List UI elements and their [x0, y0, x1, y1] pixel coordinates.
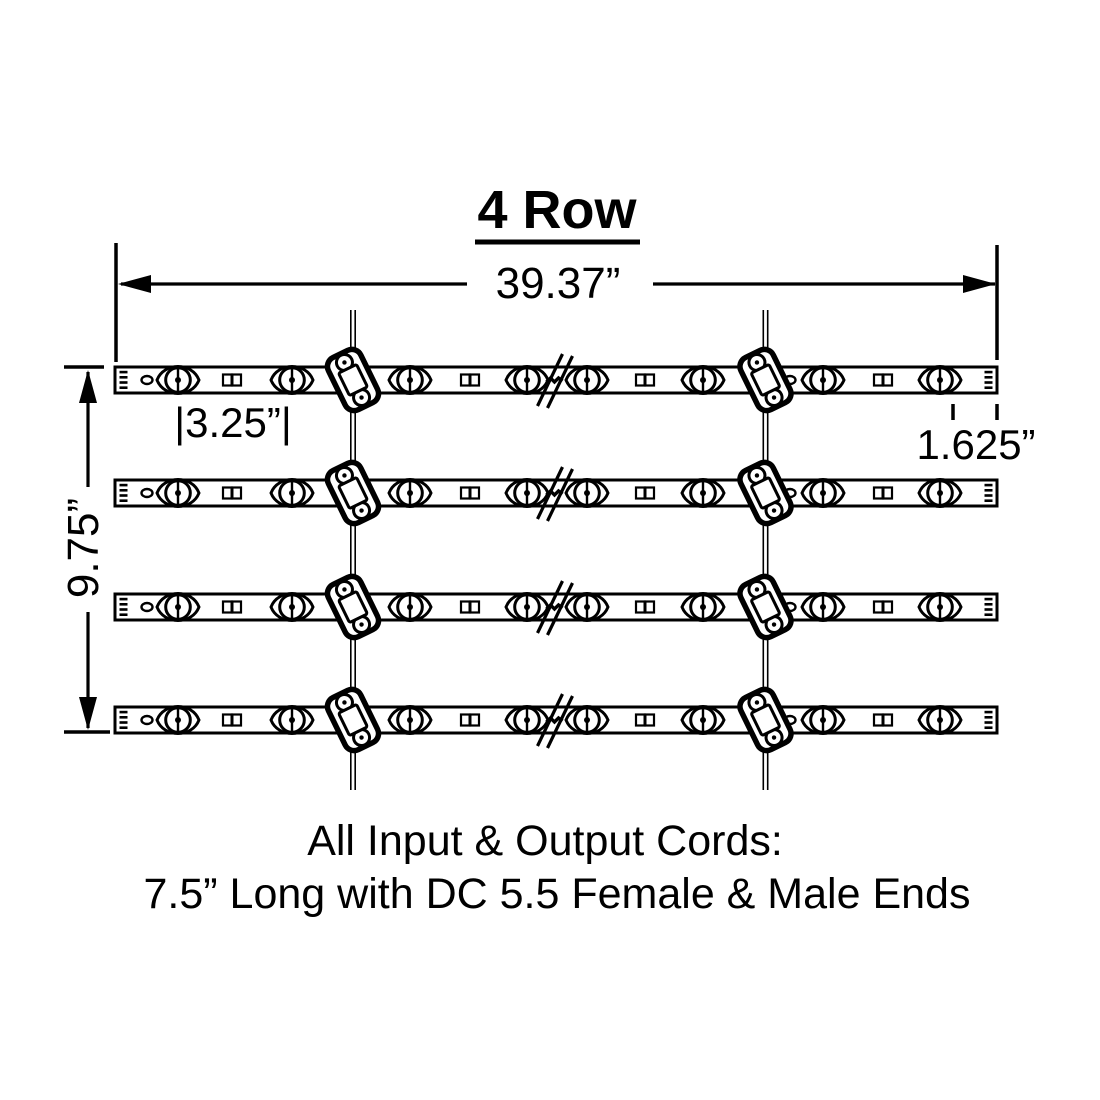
- diagram-title: 4 Row: [477, 180, 637, 240]
- led-strip-row-2: [115, 467, 997, 521]
- led-strip-row-3: [115, 581, 997, 635]
- dc-connector-icon: [324, 346, 382, 414]
- width-dimension-label: 39.37”: [496, 259, 621, 308]
- width-dimension: 39.37”: [114, 243, 999, 362]
- end-spacing-dimension: 1.625”: [916, 404, 1036, 468]
- dc-connector-icon: [737, 459, 795, 527]
- dimension-arrow-icon: [79, 697, 97, 730]
- dimension-arrow-icon: [79, 370, 97, 403]
- dc-connector-icon: [737, 686, 795, 754]
- dc-connector-icon: [324, 686, 382, 754]
- end-spacing-label: 1.625”: [916, 421, 1035, 468]
- height-dimension: 9.75”: [59, 365, 110, 734]
- dc-connector-icon: [324, 459, 382, 527]
- dimension-arrow-icon: [118, 275, 151, 293]
- dc-connector-icon: [324, 573, 382, 641]
- height-dimension-label: 9.75”: [59, 498, 108, 598]
- dimension-arrow-icon: [963, 275, 996, 293]
- led-strip-row-4: [115, 694, 997, 748]
- note-line-1: All Input & Output Cords:: [307, 817, 783, 865]
- dc-connector-icon: [737, 346, 795, 414]
- note-line-2: 7.5” Long with DC 5.5 Female & Male Ends: [144, 870, 971, 918]
- dc-connector-icon: [737, 573, 795, 641]
- led-spacing-label: |3.25”|: [174, 399, 292, 446]
